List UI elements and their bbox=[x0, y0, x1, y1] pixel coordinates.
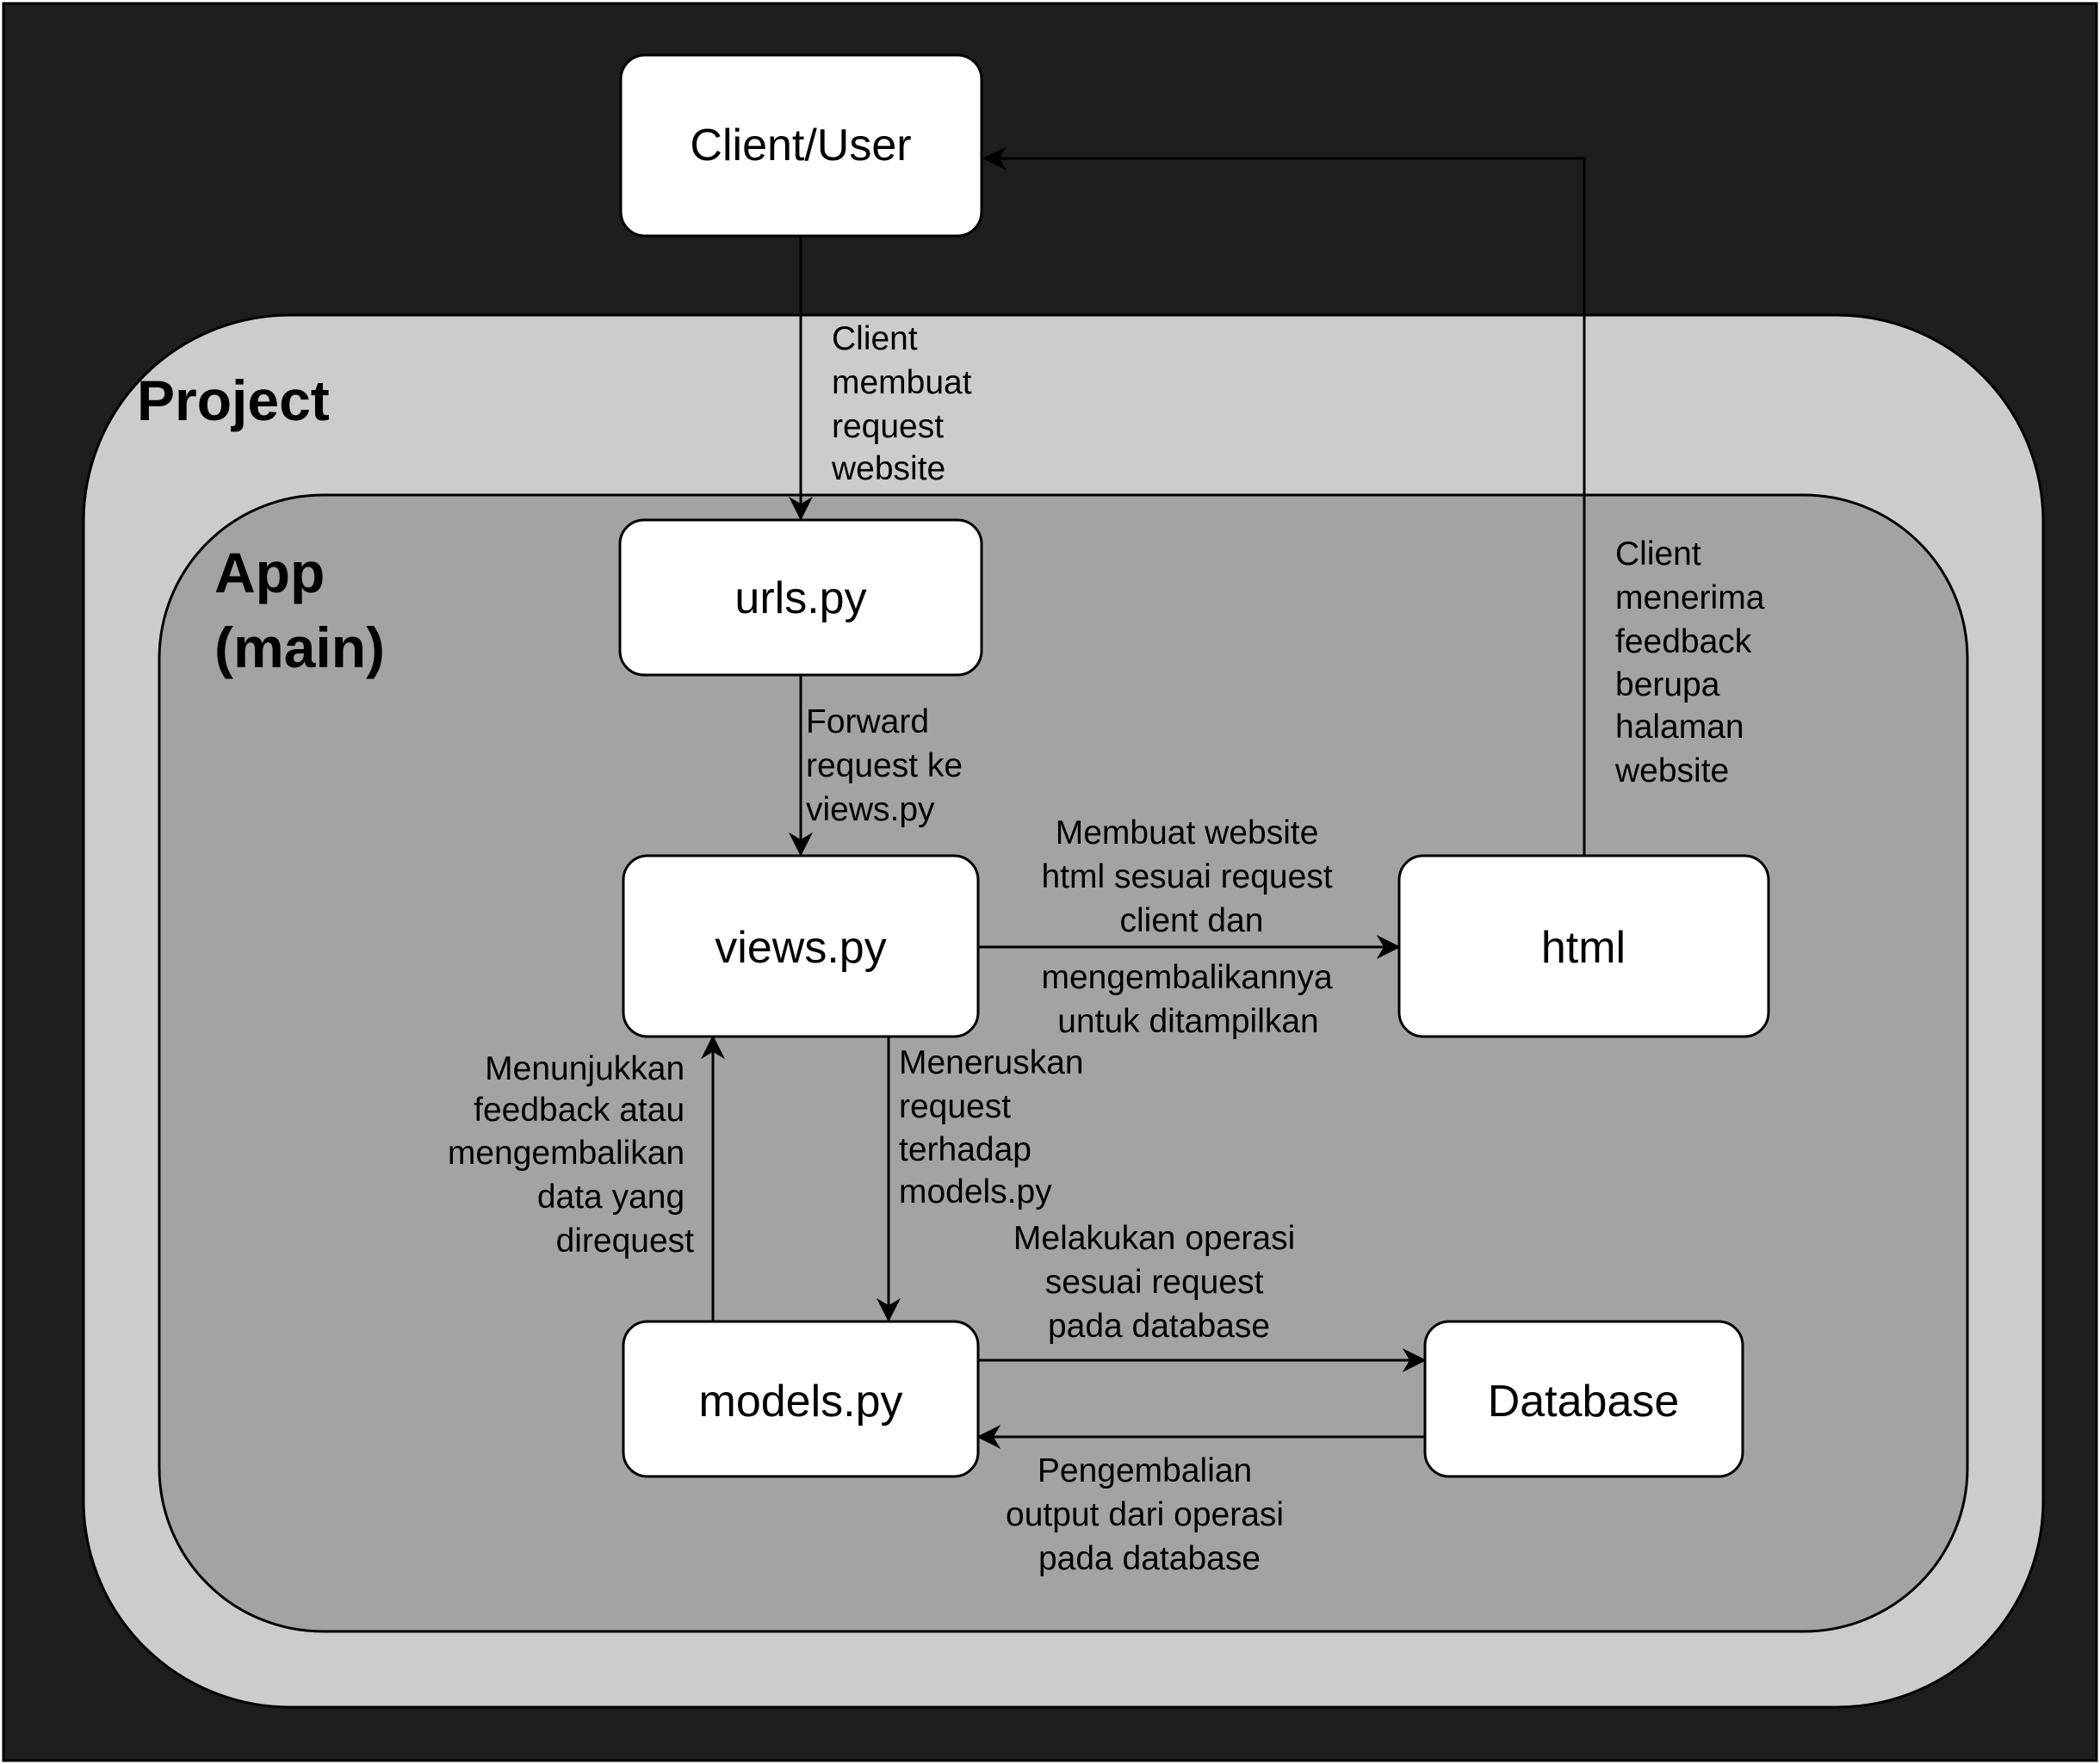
edge-label-line: Pengembalian bbox=[1038, 1452, 1252, 1489]
edge-label-line: feedback atau bbox=[474, 1092, 685, 1129]
edge-label-line: sesuai request bbox=[1045, 1264, 1264, 1301]
edge-label-line: halaman bbox=[1615, 709, 1744, 746]
node-html-label: html bbox=[1541, 923, 1626, 973]
edge-label-line: membuat bbox=[832, 364, 972, 401]
edge-label-line: menerima bbox=[1615, 579, 1765, 616]
node-database: Database bbox=[1423, 1320, 1744, 1478]
edge-label-line: direquest bbox=[556, 1222, 695, 1260]
edge-label-line: data yang bbox=[537, 1179, 685, 1216]
node-client-box bbox=[619, 53, 983, 238]
node-database-box bbox=[1423, 1320, 1744, 1478]
edge-label-views-to-html-top: Membuat website html sesuai request clie… bbox=[1041, 814, 1341, 939]
node-models-box bbox=[622, 1320, 980, 1478]
edge-label-line: Client bbox=[832, 320, 918, 357]
edge-label-line: feedback bbox=[1615, 623, 1752, 660]
edge-label-line: Forward bbox=[806, 703, 929, 740]
edge-label-database-to-models: Pengembalian output dari operasi pada da… bbox=[1006, 1452, 1293, 1577]
edge-label-line: pada database bbox=[1038, 1540, 1261, 1577]
edge-label-line: Meneruskan bbox=[899, 1044, 1084, 1081]
node-client: Client/User bbox=[619, 53, 983, 238]
node-models: models.py bbox=[622, 1320, 980, 1478]
edge-label-line: berupa bbox=[1615, 666, 1720, 703]
node-html-box bbox=[1397, 854, 1770, 1038]
edge-label-line: request bbox=[832, 408, 944, 445]
edge-label-line: Membuat website bbox=[1056, 814, 1319, 851]
node-views-box bbox=[622, 854, 980, 1038]
edge-label-line: Menunjukkan bbox=[485, 1050, 685, 1087]
edge-label-line: models.py bbox=[899, 1173, 1052, 1210]
edge-label-models-to-views: Menunjukkan feedback atau mengembalikan … bbox=[448, 1050, 694, 1260]
edge-html-to-client bbox=[982, 146, 1586, 855]
node-urls: urls.py bbox=[618, 518, 983, 677]
edge-label-html-to-client: Client menerima feedback berupa halaman … bbox=[1614, 535, 1774, 789]
edge-label-line: html sesuai request bbox=[1041, 858, 1332, 895]
node-database-label: Database bbox=[1488, 1377, 1680, 1427]
node-urls-box bbox=[618, 518, 983, 677]
node-views: views.py bbox=[622, 854, 980, 1038]
node-client-label: Client/User bbox=[690, 121, 911, 170]
app-label-line: App bbox=[214, 541, 325, 604]
project-label: Project bbox=[137, 368, 330, 432]
edge-label-views-to-html-bottom: mengembalikannya untuk ditampilkan bbox=[1041, 959, 1341, 1040]
edge-label-line: untuk ditampilkan bbox=[1057, 1003, 1319, 1040]
edge-label-line: request bbox=[899, 1088, 1011, 1125]
edge-label-line: output dari operasi bbox=[1006, 1496, 1284, 1533]
edge-label-views-to-models: Meneruskan request terhadap models.py bbox=[899, 1044, 1093, 1210]
edge-label-line: website bbox=[831, 450, 945, 487]
edge-label-line: views.py bbox=[806, 791, 935, 828]
app-label: App (main) bbox=[214, 541, 385, 679]
app-label-line: (main) bbox=[214, 616, 385, 679]
edge-label-line: website bbox=[1614, 752, 1729, 789]
edge-label-urls-to-views: Forward request ke views.py bbox=[806, 703, 972, 828]
node-urls-label: urls.py bbox=[734, 573, 866, 623]
edge-label-line: mengembalikannya bbox=[1041, 959, 1333, 996]
node-views-label: views.py bbox=[715, 923, 886, 973]
edge-label-line: terhadap bbox=[899, 1131, 1031, 1168]
edge-label-line: Client bbox=[1615, 535, 1701, 573]
edge-label-line: Melakukan operasi bbox=[1013, 1220, 1295, 1257]
node-html: html bbox=[1397, 854, 1770, 1038]
edge-label-models-to-database: Melakukan operasi sesuai request pada da… bbox=[1013, 1220, 1304, 1345]
edge-label-line: client dan bbox=[1120, 902, 1264, 939]
edge-label-line: pada database bbox=[1048, 1308, 1270, 1345]
edge-label-line: mengembalikan bbox=[448, 1135, 685, 1172]
node-models-label: models.py bbox=[699, 1377, 903, 1427]
edge-label-client-to-urls: Client membuat request website bbox=[831, 320, 981, 487]
edge-label-line: request ke bbox=[806, 747, 963, 784]
